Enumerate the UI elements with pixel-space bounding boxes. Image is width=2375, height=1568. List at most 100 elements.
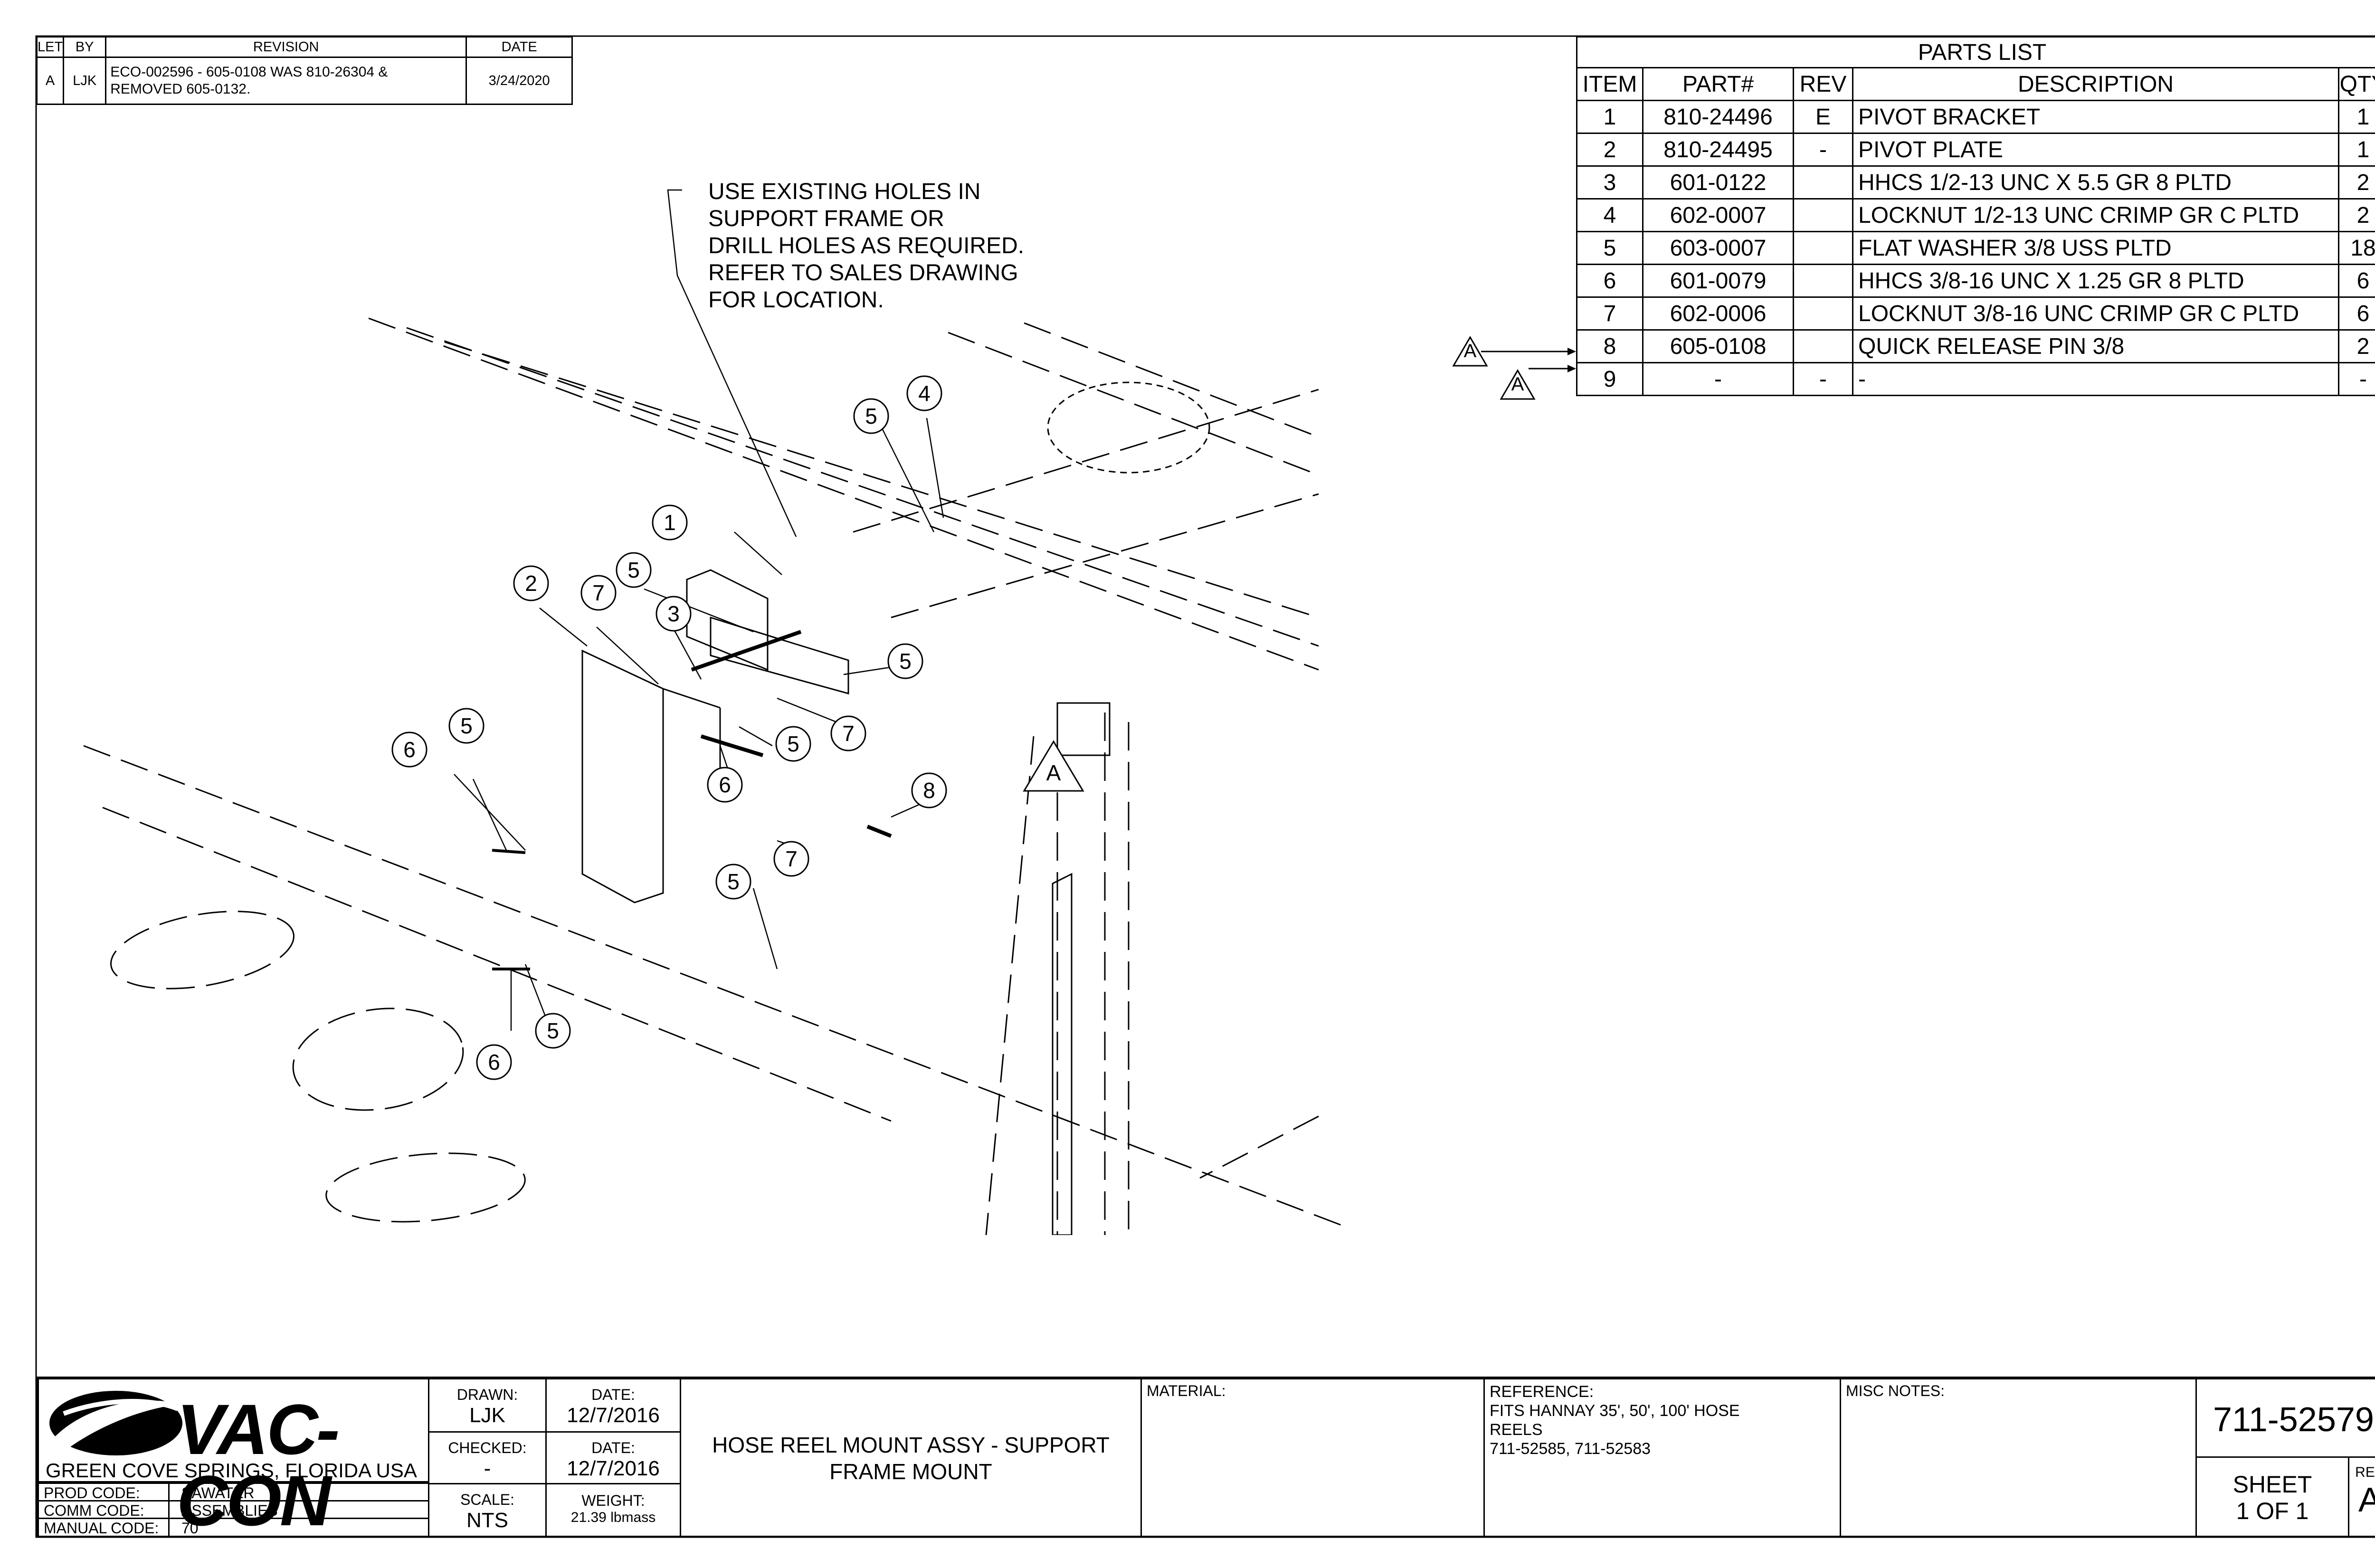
drawing-note-line: REFER TO SALES DRAWING xyxy=(708,260,1018,285)
balloon-3: 3 xyxy=(656,596,692,632)
parts-description: HHCS 3/8-16 UNC X 1.25 GR 8 PLTD xyxy=(1852,264,2339,298)
balloon-7: 7 xyxy=(773,841,809,877)
parts-item: 3 xyxy=(1576,165,1644,200)
parts-row: 4 602-0007 LOCKNUT 1/2-13 UNC CRIMP GR C… xyxy=(1576,198,2375,232)
revision-flag-letter: A xyxy=(1511,374,1524,395)
manual-code-row: MANUAL CODE: 70 xyxy=(38,1518,429,1537)
parts-description: QUICK RELEASE PIN 3/8 xyxy=(1852,329,2339,363)
parts-item: 5 xyxy=(1576,231,1644,265)
checked-date-label: DATE: xyxy=(591,1439,635,1456)
parts-rev xyxy=(1793,198,1853,232)
comm-code-label: COMM CODE: xyxy=(44,1502,144,1519)
rev-let: A xyxy=(36,57,65,105)
parts-part-number: 602-0006 xyxy=(1642,296,1794,331)
weight-label: WEIGHT: xyxy=(581,1492,645,1509)
rev-header-by: BY xyxy=(63,36,107,58)
parts-description: HHCS 1/2-13 UNC X 5.5 GR 8 PLTD xyxy=(1852,165,2339,200)
parts-rev xyxy=(1793,296,1853,331)
revision-row: A LJK ECO-002596 - 605-0108 WAS 810-2630… xyxy=(36,57,573,105)
balloon-6: 6 xyxy=(707,767,743,803)
drawing-revision-flag: A xyxy=(1023,740,1084,792)
checked-cell: CHECKED: - xyxy=(428,1431,547,1484)
balloon-8: 8 xyxy=(911,772,947,808)
parts-header-rev: REV xyxy=(1793,67,1853,101)
checked-date-value: 12/7/2016 xyxy=(567,1457,660,1480)
checked-label: CHECKED: xyxy=(448,1439,527,1456)
drawing-note: USE EXISTING HOLES IN SUPPORT FRAME OR D… xyxy=(708,178,1024,314)
drawing-note-line: DRILL HOLES AS REQUIRED. xyxy=(708,233,1025,258)
parts-description: PIVOT PLATE xyxy=(1852,133,2339,167)
parts-row: 5 603-0007 FLAT WASHER 3/8 USS PLTD 18 xyxy=(1576,231,2375,265)
parts-row: 9 - - - - xyxy=(1576,362,2375,396)
balloon-6: 6 xyxy=(391,732,428,768)
drawing-note-line: USE EXISTING HOLES IN xyxy=(708,179,981,204)
reference-cell: REFERENCE: FITS HANNAY 35', 50', 100' HO… xyxy=(1483,1378,1841,1537)
sheet-label: SHEET xyxy=(2232,1471,2312,1498)
vac-con-swoosh-icon xyxy=(49,1391,182,1455)
parts-description: LOCKNUT 3/8-16 UNC CRIMP GR C PLTD xyxy=(1852,296,2339,331)
parts-row: 3 601-0122 HHCS 1/2-13 UNC X 5.5 GR 8 PL… xyxy=(1576,165,2375,200)
balloon-number: 5 xyxy=(460,713,473,738)
scale-label: SCALE: xyxy=(460,1491,514,1508)
rev-header-date: DATE xyxy=(466,36,573,58)
parts-description: PIVOT BRACKET xyxy=(1852,100,2339,134)
parts-part-number: 810-24495 xyxy=(1642,133,1794,167)
balloon-5: 5 xyxy=(775,726,811,762)
parts-header-description: DESCRIPTION xyxy=(1852,67,2339,101)
rev-cell: REV A xyxy=(2348,1456,2375,1537)
parts-item: 7 xyxy=(1576,296,1644,331)
parts-item: 4 xyxy=(1576,198,1644,232)
isometric-assembly-drawing xyxy=(83,189,1343,1235)
parts-header-item: ITEM xyxy=(1576,67,1644,101)
parts-row: 8 605-0108 QUICK RELEASE PIN 3/8 2 xyxy=(1576,329,2375,363)
parts-item: 9 xyxy=(1576,362,1644,396)
prod-code-row: PROD CODE: SAWATER xyxy=(38,1482,429,1501)
parts-part-number: - xyxy=(1642,362,1794,396)
reference-line-2: REELS xyxy=(1490,1421,1543,1439)
company-location: GREEN COVE SPRINGS, FLORIDA USA xyxy=(46,1459,417,1482)
rev-header-let: LET xyxy=(36,36,65,58)
drawing-title-line-1: HOSE REEL MOUNT ASSY - SUPPORT xyxy=(712,1433,1110,1457)
drawn-value: LJK xyxy=(469,1404,505,1427)
balloon-1: 1 xyxy=(652,504,688,541)
manual-code-value: 70 xyxy=(181,1520,199,1537)
weight-cell: WEIGHT: 21.39 lbmass xyxy=(545,1483,681,1537)
parts-description: LOCKNUT 1/2-13 UNC CRIMP GR C PLTD xyxy=(1852,198,2339,232)
scale-cell: SCALE: NTS xyxy=(428,1483,547,1537)
balloon-5: 5 xyxy=(853,398,889,434)
drawing-number: 711-52579 xyxy=(2213,1401,2374,1439)
parts-rev xyxy=(1793,264,1853,298)
reference-line-3: 711-52585, 711-52583 xyxy=(1490,1440,1651,1458)
comm-code-value: ASSEMBLIES xyxy=(181,1502,278,1519)
drawn-date-label: DATE: xyxy=(591,1386,635,1403)
parts-rev xyxy=(1793,329,1853,363)
rev-header-revision: REVISION xyxy=(105,36,467,58)
balloon-number: 5 xyxy=(627,558,640,582)
balloon-number: 5 xyxy=(899,649,912,674)
parts-part-number: 603-0007 xyxy=(1642,231,1794,265)
balloon-5: 5 xyxy=(715,864,751,900)
parts-header-qty: QTY xyxy=(2338,67,2375,101)
parts-rev xyxy=(1793,165,1853,200)
parts-item: 2 xyxy=(1576,133,1644,167)
parts-qty: 18 xyxy=(2338,231,2375,265)
parts-rev: - xyxy=(1793,362,1853,396)
drawn-date-value: 12/7/2016 xyxy=(567,1404,660,1427)
parts-part-number: 601-0079 xyxy=(1642,264,1794,298)
drawing-title-cell: HOSE REEL MOUNT ASSY - SUPPORT FRAME MOU… xyxy=(680,1378,1142,1537)
parts-description: - xyxy=(1852,362,2339,396)
drawing-revision-flag-letter: A xyxy=(1046,760,1061,785)
balloon-number: 7 xyxy=(842,721,855,746)
parts-rev xyxy=(1793,231,1853,265)
balloon-number: 5 xyxy=(547,1018,559,1043)
balloon-5: 5 xyxy=(616,552,652,588)
balloon-number: 2 xyxy=(525,571,537,596)
checked-date-cell: DATE: 12/7/2016 xyxy=(545,1431,681,1484)
balloon-2: 2 xyxy=(513,565,549,601)
balloon-number: 7 xyxy=(592,580,605,605)
balloon-7: 7 xyxy=(580,575,617,611)
checked-value: - xyxy=(484,1457,491,1480)
parts-part-number: 810-24496 xyxy=(1642,100,1794,134)
